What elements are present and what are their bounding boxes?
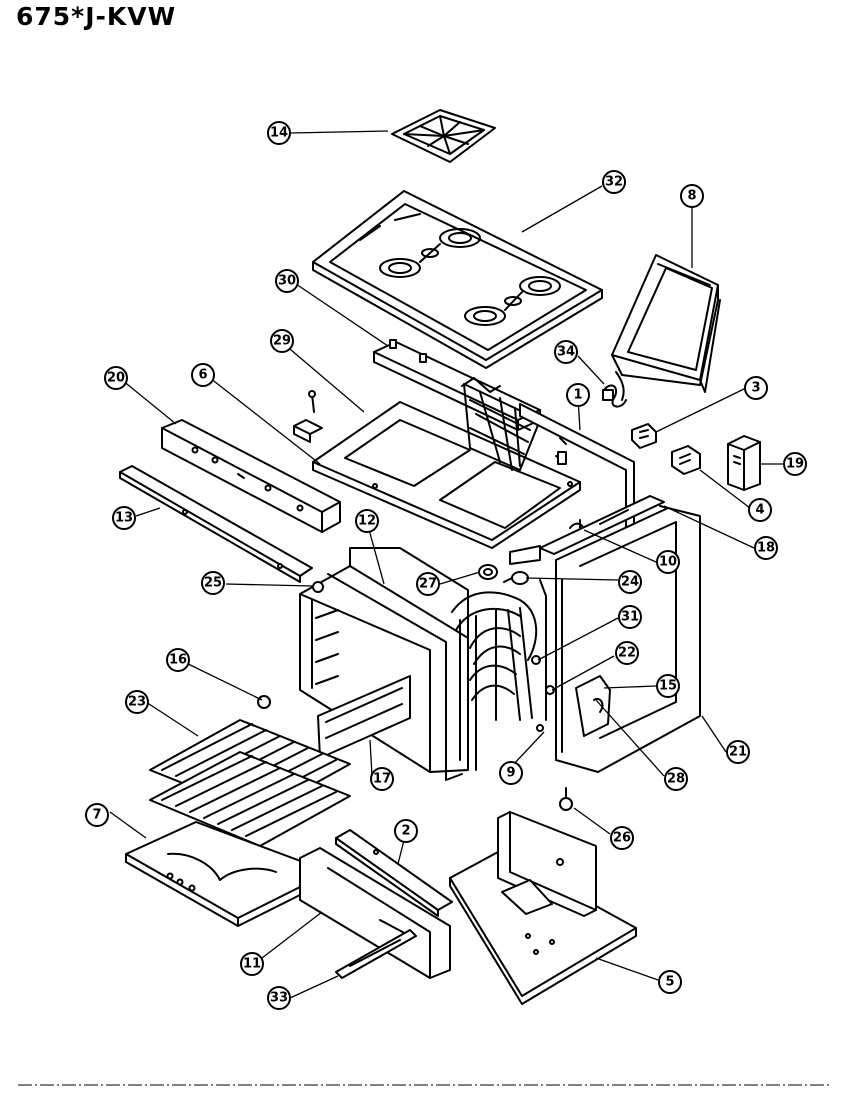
svg-text:19: 19 bbox=[786, 457, 804, 472]
callout-21: 21 bbox=[726, 740, 750, 764]
svg-text:12: 12 bbox=[358, 514, 376, 529]
svg-text:6: 6 bbox=[198, 368, 207, 383]
svg-text:27: 27 bbox=[419, 577, 437, 592]
callout-24: 24 bbox=[618, 570, 642, 594]
callout-7: 7 bbox=[85, 803, 109, 827]
callout-12: 12 bbox=[355, 509, 379, 533]
callout-3: 3 bbox=[744, 376, 768, 400]
part-knob bbox=[257, 695, 271, 709]
part-orifice bbox=[478, 564, 498, 580]
callout-18: 18 bbox=[754, 536, 778, 560]
diagram-title: 675*J-KVW bbox=[16, 2, 177, 31]
callout-27: 27 bbox=[416, 572, 440, 596]
callout-leaders bbox=[109, 130, 784, 999]
callout-30: 30 bbox=[275, 269, 299, 293]
svg-text:17: 17 bbox=[373, 772, 391, 787]
callout-29: 29 bbox=[270, 329, 294, 353]
callout-11: 11 bbox=[240, 952, 264, 976]
callout-4: 4 bbox=[748, 498, 772, 522]
part-terminal-block bbox=[671, 445, 701, 475]
callout-31: 31 bbox=[618, 605, 642, 629]
svg-text:10: 10 bbox=[659, 555, 677, 570]
callout-2: 2 bbox=[394, 819, 418, 843]
callout-26: 26 bbox=[610, 826, 634, 850]
callout-15: 15 bbox=[656, 674, 680, 698]
callout-9: 9 bbox=[499, 761, 523, 785]
callout-25: 25 bbox=[201, 571, 225, 595]
part-small-bracket bbox=[293, 390, 323, 443]
svg-text:7: 7 bbox=[92, 808, 101, 823]
svg-text:23: 23 bbox=[128, 695, 146, 710]
svg-text:29: 29 bbox=[273, 334, 291, 349]
callout-16: 16 bbox=[166, 648, 190, 672]
svg-text:14: 14 bbox=[270, 126, 288, 141]
callout-17: 17 bbox=[370, 767, 394, 791]
part-control-board bbox=[497, 811, 597, 917]
callout-20: 20 bbox=[104, 366, 128, 390]
callout-10: 10 bbox=[656, 550, 680, 574]
svg-text:24: 24 bbox=[621, 575, 639, 590]
part-front-rail bbox=[161, 419, 341, 533]
part-manifold-pipe bbox=[531, 579, 563, 753]
part-valve bbox=[503, 571, 529, 585]
svg-text:3: 3 bbox=[751, 381, 760, 396]
part-connector bbox=[631, 423, 657, 449]
callout-8: 8 bbox=[680, 184, 704, 208]
svg-text:28: 28 bbox=[667, 772, 685, 787]
callout-1: 1 bbox=[566, 383, 590, 407]
part-slide-rail bbox=[335, 929, 417, 979]
part-wire-harness bbox=[602, 371, 627, 408]
part-burner-grate bbox=[391, 109, 496, 163]
svg-text:25: 25 bbox=[204, 576, 222, 591]
part-backguard bbox=[611, 254, 721, 393]
callout-19: 19 bbox=[783, 452, 807, 476]
part-burner-assembly bbox=[463, 383, 541, 471]
svg-text:20: 20 bbox=[107, 371, 125, 386]
callout-23: 23 bbox=[125, 690, 149, 714]
part-cooktop bbox=[312, 190, 603, 369]
svg-text:5: 5 bbox=[665, 975, 674, 990]
svg-text:15: 15 bbox=[659, 679, 677, 694]
svg-text:22: 22 bbox=[618, 646, 636, 661]
callout-13: 13 bbox=[112, 506, 136, 530]
svg-text:33: 33 bbox=[270, 991, 288, 1006]
part-front-frame bbox=[539, 495, 665, 555]
part-rack-support bbox=[312, 581, 324, 593]
svg-text:13: 13 bbox=[115, 511, 133, 526]
callout-28: 28 bbox=[664, 767, 688, 791]
callout-5: 5 bbox=[658, 970, 682, 994]
svg-text:18: 18 bbox=[757, 541, 775, 556]
part-burner-tube bbox=[451, 591, 538, 771]
callout-6: 6 bbox=[191, 363, 215, 387]
svg-text:32: 32 bbox=[605, 175, 623, 190]
callout-32: 32 bbox=[602, 170, 626, 194]
callout-22: 22 bbox=[615, 641, 639, 665]
svg-text:11: 11 bbox=[243, 957, 261, 972]
part-relay bbox=[727, 435, 761, 491]
svg-text:26: 26 bbox=[613, 831, 631, 846]
part-lower-rail bbox=[119, 465, 313, 583]
part-valve-stem bbox=[559, 787, 573, 811]
callout-14: 14 bbox=[267, 121, 291, 145]
svg-text:1: 1 bbox=[573, 388, 582, 403]
svg-text:34: 34 bbox=[557, 345, 575, 360]
part-thermostat bbox=[575, 675, 611, 737]
svg-text:2: 2 bbox=[401, 824, 410, 839]
svg-text:30: 30 bbox=[278, 274, 296, 289]
svg-text:4: 4 bbox=[755, 503, 764, 518]
svg-text:21: 21 bbox=[729, 745, 747, 760]
svg-text:16: 16 bbox=[169, 653, 187, 668]
part-oven-rack bbox=[149, 719, 351, 847]
part-oven-liner bbox=[299, 547, 469, 781]
svg-text:8: 8 bbox=[687, 189, 696, 204]
part-oven-top bbox=[312, 401, 581, 549]
callout-34: 34 bbox=[554, 340, 578, 364]
svg-text:9: 9 bbox=[506, 766, 515, 781]
part-drawer-slide bbox=[335, 829, 453, 917]
callout-33: 33 bbox=[267, 986, 291, 1010]
part-broiler-panel bbox=[317, 675, 411, 759]
svg-text:31: 31 bbox=[621, 610, 639, 625]
part-base-panel bbox=[449, 851, 637, 1005]
